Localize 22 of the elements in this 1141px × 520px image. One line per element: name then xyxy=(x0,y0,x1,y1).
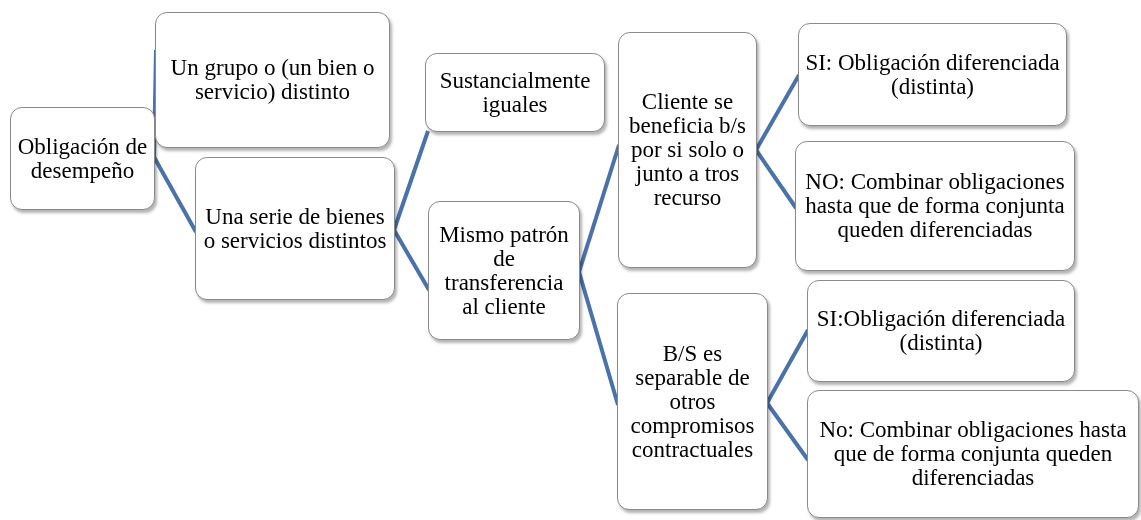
box-text: Cliente se beneficia b/s por si solo o junto a tros recurso xyxy=(628,90,747,210)
box-text: No: Combinar obligaciones hasta que de forma conjunta queden diferenciadas xyxy=(818,418,1128,490)
box-text: Obligación de desempeño xyxy=(17,134,148,183)
process-box xyxy=(195,157,395,300)
process-box xyxy=(618,32,757,268)
box-text: Mismo patrón de transferencia al cliente xyxy=(438,222,570,319)
process-box xyxy=(807,390,1139,518)
process-box xyxy=(807,280,1075,382)
box-text: Sustancialmente iguales xyxy=(438,68,592,117)
process-box xyxy=(617,293,768,510)
process-box xyxy=(795,141,1075,271)
box-text: B/S es separable de otros compromisos contractuales xyxy=(629,341,756,462)
process-box xyxy=(155,12,390,148)
box-text: Un grupo o (un bien o servicio) distinto xyxy=(169,56,376,104)
process-box xyxy=(798,23,1067,126)
process-box xyxy=(428,201,580,340)
process-box xyxy=(10,107,155,210)
box-text: NO: Combinar obligaciones hasta que de forma conjunta queden diferenciadas xyxy=(804,170,1066,242)
process-box xyxy=(425,53,605,132)
box-text: SI:Obligación diferenciada (distinta) xyxy=(815,307,1067,355)
box-text: SI: Obligación diferenciada (distinta) xyxy=(805,50,1060,99)
box-text: Una serie de bienes o servicios distintos xyxy=(202,204,388,253)
